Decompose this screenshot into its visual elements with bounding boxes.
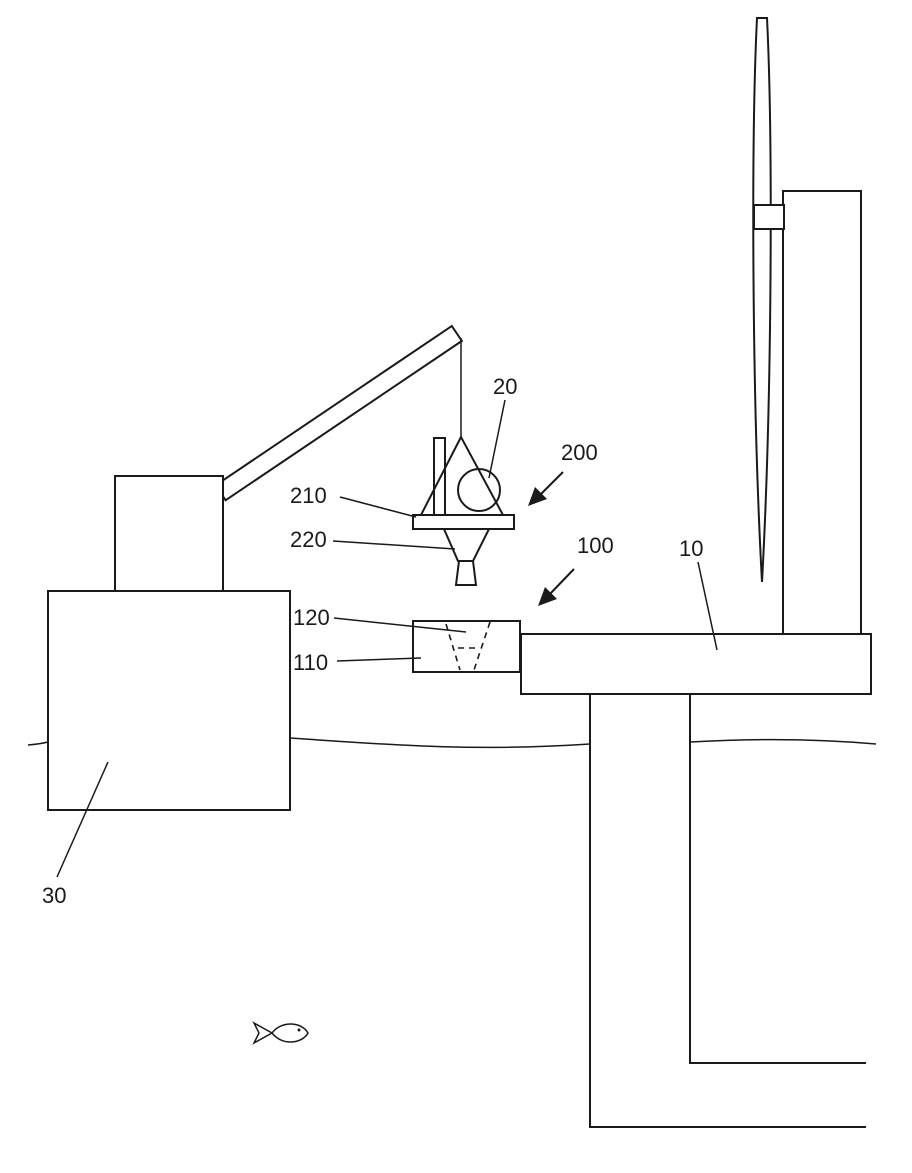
turbine-tower <box>783 191 861 634</box>
turbine-blade <box>753 18 770 582</box>
guide-post <box>434 438 445 515</box>
arrow-200-shaft <box>538 472 563 497</box>
leader-line-20 <box>489 400 505 478</box>
payload-ball <box>458 469 500 511</box>
leader-line-110 <box>337 658 421 661</box>
lifted-assembly <box>413 437 514 585</box>
guide-cone <box>444 529 489 561</box>
water-line-middle <box>290 738 590 747</box>
label-120: 120 <box>293 605 330 630</box>
label-10: 10 <box>679 536 703 561</box>
crane-boom <box>216 326 462 500</box>
turbine-hub <box>754 205 784 229</box>
vessel <box>48 326 462 810</box>
label-100: 100 <box>577 533 614 558</box>
label-210: 210 <box>290 483 327 508</box>
label-200: 200 <box>561 440 598 465</box>
platform-inner-leg <box>690 694 866 1063</box>
crane-house <box>115 476 223 591</box>
carrier-plate <box>413 515 514 529</box>
guide-nozzle <box>456 561 476 585</box>
leader-line-220 <box>333 541 455 549</box>
arrow-100-shaft <box>548 569 574 596</box>
label-220: 220 <box>290 527 327 552</box>
arrows <box>528 472 574 606</box>
label-30: 30 <box>42 883 66 908</box>
platform <box>521 634 871 1127</box>
label-20: 20 <box>493 374 517 399</box>
fish-icon <box>254 1023 308 1043</box>
wind-turbine <box>753 18 861 634</box>
water-line-right <box>690 740 876 744</box>
platform-deck <box>521 634 871 694</box>
vessel-hull <box>48 591 290 810</box>
label-110: 110 <box>293 650 328 675</box>
water-line-left <box>28 742 48 745</box>
leader-line-210 <box>340 497 416 517</box>
